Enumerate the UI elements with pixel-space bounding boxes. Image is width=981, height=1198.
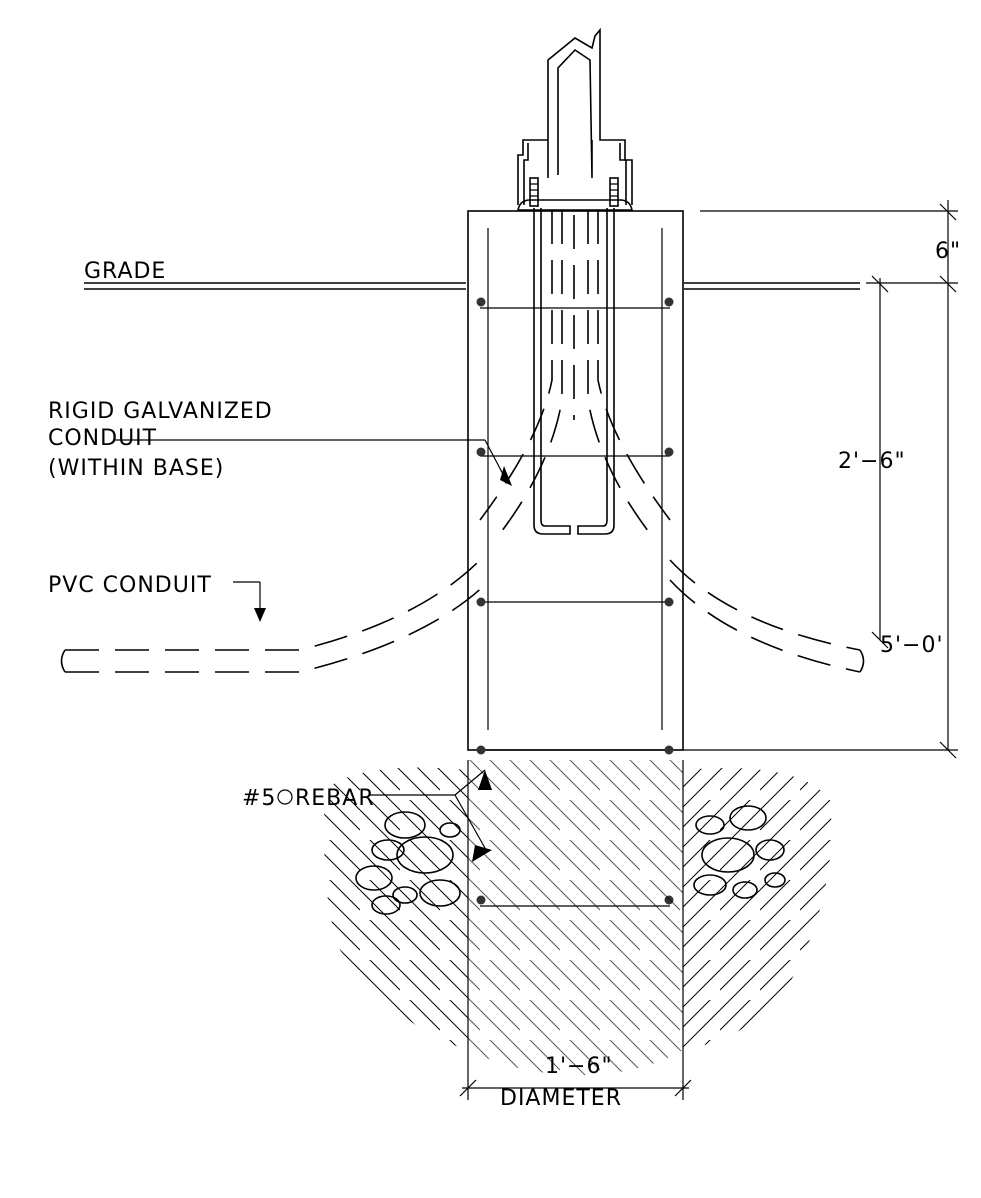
dim-top: 6" — [935, 239, 961, 264]
anchor-bolts — [533, 208, 615, 535]
dim-total: 5'−0' — [880, 633, 944, 658]
pvc-arrowhead — [254, 608, 266, 622]
pole-base — [517, 27, 633, 211]
concrete-pier — [467, 210, 684, 751]
rebar-number: #5 — [242, 786, 276, 811]
soil-hatching — [324, 760, 832, 1075]
rebar-label: REBAR — [295, 786, 375, 811]
dim-mid: 2'−6" — [838, 449, 906, 474]
pvc-label: PVC CONDUIT — [48, 573, 212, 598]
rgc-label-line1: RIGID GALVANIZED — [48, 399, 273, 424]
rgc-label-line2: CONDUIT — [48, 426, 157, 451]
gravel — [355, 805, 786, 915]
internal-conduits — [479, 210, 671, 541]
grade-line — [84, 282, 860, 290]
dimension-lines — [459, 200, 958, 1100]
rebar-arrowhead-1 — [478, 770, 492, 790]
dim-width: 1'−6" — [545, 1054, 613, 1079]
grade-label: GRADE — [84, 259, 166, 284]
rgc-label-line3: (WITHIN BASE) — [48, 456, 224, 481]
leaders — [114, 439, 512, 862]
diameter-icon — [277, 789, 293, 805]
rebar-arrowhead-2 — [472, 845, 492, 862]
diameter-label: DIAMETER — [500, 1086, 622, 1111]
rgc-arrowhead — [500, 466, 512, 486]
pvc-conduit — [60, 559, 865, 673]
